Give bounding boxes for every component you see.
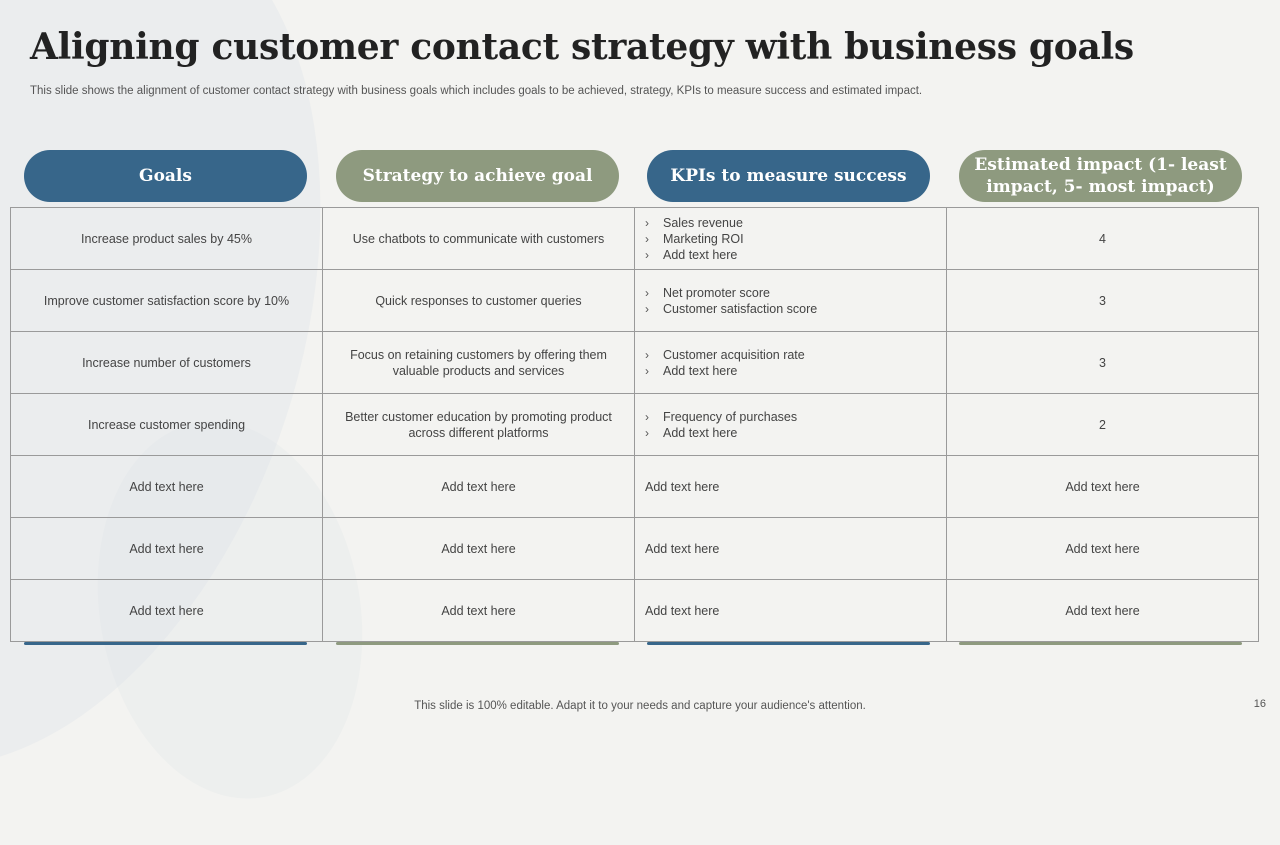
slide-footer: This slide is 100% editable. Adapt it to… <box>414 700 866 712</box>
impact-cell: 4 <box>946 207 1259 270</box>
alignment-table: Increase product sales by 45%Use chatbot… <box>10 207 1259 642</box>
chevron-right-icon: › <box>645 409 649 424</box>
kpi-list-item: › Add text here <box>645 363 936 379</box>
goal-cell: Increase number of customers <box>10 331 323 394</box>
kpi-cell: › Customer acquisition rate › Add text here <box>634 331 947 394</box>
kpi-cell: › Frequency of purchases › Add text here <box>634 393 947 456</box>
table-row: Increase product sales by 45%Use chatbot… <box>10 207 1259 270</box>
header-pill-impact: Estimated impact (1- least impact, 5- mo… <box>959 150 1242 202</box>
goal-cell: Add text here <box>10 455 323 518</box>
kpi-text: Frequency of purchases <box>663 409 798 424</box>
kpi-cell: › Net promoter score › Customer satisfactio… <box>634 269 947 332</box>
chevron-right-icon: › <box>645 301 649 316</box>
kpi-cell: › Sales revenue › Marketing ROI › Add text he… <box>634 207 947 270</box>
kpi-list-item: › Sales revenue <box>645 215 936 231</box>
accent-bar <box>336 642 619 645</box>
strategy-cell: Add text here <box>322 517 635 580</box>
kpi-cell: Add text here <box>634 579 947 642</box>
accent-bar <box>24 642 307 645</box>
impact-cell: 2 <box>946 393 1259 456</box>
kpi-list-item: › Customer acquisition rate <box>645 347 936 363</box>
slide-title: Aligning customer contact strategy with … <box>30 26 1134 68</box>
header-pill-strategy: Strategy to achieve goal <box>336 150 619 202</box>
kpi-list-item: › Net promoter score <box>645 285 936 301</box>
goal-cell: Add text here <box>10 579 323 642</box>
kpi-cell: Add text here <box>634 517 947 580</box>
kpi-list: › Customer acquisition rate › Add text here <box>645 347 936 379</box>
impact-cell: Add text here <box>946 517 1259 580</box>
kpi-cell: Add text here <box>634 455 947 518</box>
goal-cell: Increase product sales by 45% <box>10 207 323 270</box>
kpi-list-item: › Add text here <box>645 247 936 263</box>
kpi-list: › Frequency of purchases › Add text here <box>645 409 936 441</box>
chevron-right-icon: › <box>645 231 649 246</box>
kpi-list-item: › Customer satisfaction score <box>645 301 936 317</box>
goal-cell: Improve customer satisfaction score by 1… <box>10 269 323 332</box>
kpi-text: Marketing ROI <box>663 231 744 246</box>
kpi-list: › Sales revenue › Marketing ROI › Add text he… <box>645 215 936 263</box>
accent-bar <box>959 642 1242 645</box>
strategy-cell: Better customer education by promoting p… <box>322 393 635 456</box>
chevron-right-icon: › <box>645 285 649 300</box>
slide-subtitle: This slide shows the alignment of custom… <box>30 85 923 97</box>
chevron-right-icon: › <box>645 425 649 440</box>
kpi-text: Add text here <box>663 363 738 378</box>
table-body: Increase product sales by 45%Use chatbot… <box>10 207 1259 642</box>
impact-cell: Add text here <box>946 579 1259 642</box>
chevron-right-icon: › <box>645 215 649 230</box>
impact-cell: Add text here <box>946 455 1259 518</box>
strategy-cell: Use chatbots to communicate with custome… <box>322 207 635 270</box>
accent-bar <box>647 642 930 645</box>
strategy-cell: Quick responses to customer queries <box>322 269 635 332</box>
strategy-cell: Focus on retaining customers by offering… <box>322 331 635 394</box>
impact-cell: 3 <box>946 269 1259 332</box>
goal-cell: Add text here <box>10 517 323 580</box>
kpi-text: Add text here <box>663 425 738 440</box>
strategy-cell: Add text here <box>322 579 635 642</box>
header-pill-goals: Goals <box>24 150 307 202</box>
chevron-right-icon: › <box>645 247 649 262</box>
kpi-text: Customer satisfaction score <box>663 301 818 316</box>
kpi-text: Sales revenue <box>663 215 743 230</box>
kpi-text: Add text here <box>663 247 738 262</box>
chevron-right-icon: › <box>645 347 649 362</box>
kpi-list-item: › Add text here <box>645 425 936 441</box>
kpi-text: Net promoter score <box>663 285 770 300</box>
impact-cell: 3 <box>946 331 1259 394</box>
header-pill-kpis: KPIs to measure success <box>647 150 930 202</box>
kpi-list-item: › Marketing ROI <box>645 231 936 247</box>
strategy-cell: Add text here <box>322 455 635 518</box>
kpi-text: Customer acquisition rate <box>663 347 805 362</box>
kpi-list-item: › Frequency of purchases <box>645 409 936 425</box>
kpi-list: › Net promoter score › Customer satisfactio… <box>645 285 936 317</box>
table-row: Improve customer satisfaction score by 1… <box>10 269 1259 332</box>
goal-cell: Increase customer spending <box>10 393 323 456</box>
chevron-right-icon: › <box>645 363 649 378</box>
page-number: 16 <box>1253 698 1266 710</box>
